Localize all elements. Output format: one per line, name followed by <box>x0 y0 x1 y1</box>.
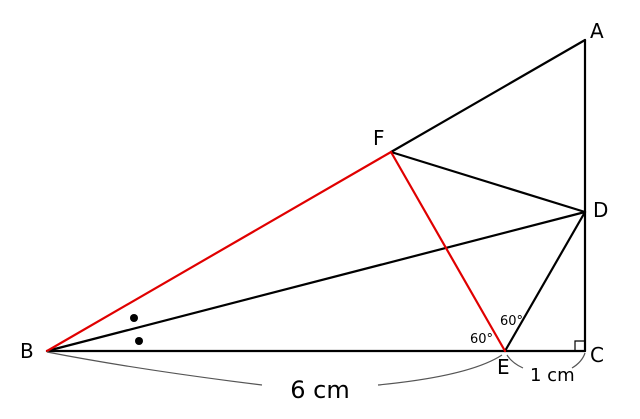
red-segments <box>45 150 507 353</box>
label-point-c: C <box>590 343 604 367</box>
brace-ec-right <box>571 352 586 369</box>
segment-ed <box>503 210 587 353</box>
segment-bd <box>45 210 587 353</box>
brace-be-left <box>46 351 263 386</box>
segment-fd <box>389 150 587 214</box>
angle-dot-upper <box>130 314 138 322</box>
length-label-be: 6 cm <box>290 376 349 404</box>
brace-be-right <box>377 354 503 386</box>
brace-ec-left <box>506 354 524 369</box>
angle-dot-lower <box>135 337 143 345</box>
segment-bf <box>45 150 393 353</box>
label-point-d: D <box>593 198 608 222</box>
black-segments <box>45 38 587 353</box>
label-point-f: F <box>373 126 385 150</box>
segment-af <box>389 38 587 154</box>
label-point-b: B <box>20 339 34 363</box>
label-point-e: E <box>497 355 510 379</box>
angle-label-feb: 60° <box>470 332 493 347</box>
length-label-ec: 1 cm <box>530 365 575 386</box>
right-angle-mark <box>574 340 585 351</box>
angle-label-fed: 60° <box>500 314 523 329</box>
segment-fe <box>389 150 507 353</box>
label-point-a: A <box>590 19 604 43</box>
